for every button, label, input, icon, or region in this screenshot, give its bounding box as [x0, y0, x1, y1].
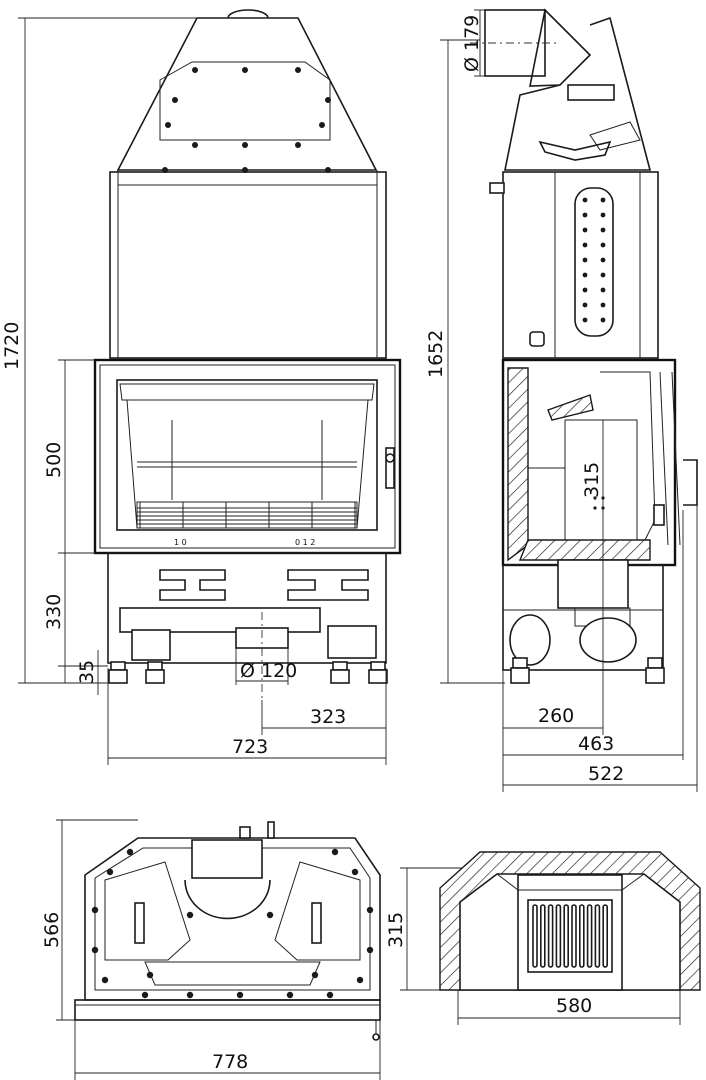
bolt-icon — [600, 272, 606, 278]
bolt-icon — [326, 991, 334, 999]
bolt-icon — [242, 142, 248, 148]
bolt-icon — [366, 946, 374, 954]
dim-top-depth: 566 — [41, 912, 63, 948]
bolt-icon — [325, 97, 331, 103]
bolt-icon — [600, 257, 606, 263]
bolt-icon — [192, 142, 198, 148]
bolt-icon — [165, 122, 171, 128]
bolt-icon — [351, 868, 359, 876]
dim-front-width: 723 — [232, 736, 268, 758]
foot-icon — [332, 661, 348, 671]
bolt-icon — [600, 227, 606, 233]
dim-side-flue-offset: 260 — [538, 705, 574, 727]
bolt-icon — [295, 67, 301, 73]
bolt-icon — [600, 242, 606, 248]
bolt-icon — [192, 67, 198, 73]
bolt-icon — [600, 197, 606, 203]
control-mark-left: 1 0 — [174, 538, 187, 547]
plan-view — [439, 851, 701, 991]
front-dimensions: 1720 500 330 35 Ø 120 323 723 — [1, 17, 387, 765]
dim-plan-width: 580 — [556, 995, 592, 1017]
foot-icon — [147, 661, 163, 671]
bolt-icon — [91, 906, 99, 914]
bolt-icon — [286, 991, 294, 999]
bolt-icon — [331, 848, 339, 856]
bolt-icon — [582, 272, 588, 278]
bolt-icon — [356, 976, 364, 984]
dim-flue-offset: 323 — [310, 706, 346, 728]
bolt-icon — [106, 868, 114, 876]
bolt-icon — [236, 991, 244, 999]
bolt-icon — [101, 976, 109, 984]
dim-plan-height: 315 — [385, 912, 407, 948]
bolt-icon — [242, 67, 248, 73]
top-dimensions: 566 778 — [41, 819, 381, 1080]
bolt-icon — [600, 212, 606, 218]
bolt-icon — [91, 946, 99, 954]
dim-front-total-height: 1720 — [1, 322, 23, 370]
bolt-icon — [600, 287, 606, 293]
bolt-icon — [186, 991, 194, 999]
bolt-icon — [266, 911, 274, 919]
bolt-icon — [295, 142, 301, 148]
dim-flue-diameter: Ø 120 — [240, 660, 297, 682]
bolt-icon — [146, 971, 154, 979]
bolt-icon — [366, 906, 374, 914]
bolt-icon — [582, 257, 588, 263]
foot-icon — [647, 657, 663, 669]
bolt-icon — [582, 197, 588, 203]
bolt-icon — [319, 122, 325, 128]
foot-icon — [512, 657, 528, 669]
dim-foot-height: 35 — [76, 660, 98, 684]
bolt-icon — [600, 302, 606, 308]
bolt-icon — [311, 971, 319, 979]
dim-side-inner-height: 315 — [581, 462, 603, 498]
bolt-icon — [582, 317, 588, 323]
side-view — [470, 8, 698, 684]
dim-top-width: 778 — [212, 1051, 248, 1073]
bolt-icon — [582, 212, 588, 218]
bolt-icon — [582, 302, 588, 308]
control-mark-right: 0 1 2 — [295, 538, 315, 547]
side-dimensions: Ø 179 1652 315 260 463 522 — [425, 9, 698, 792]
dim-base-height: 330 — [43, 594, 65, 630]
top-view — [74, 821, 381, 1041]
dim-door-height: 500 — [43, 442, 65, 478]
bolt-icon — [126, 848, 134, 856]
foot-icon — [370, 661, 386, 671]
dim-side-flue-diameter: Ø 179 — [461, 15, 483, 72]
bolt-icon — [186, 911, 194, 919]
dim-side-body-depth: 463 — [578, 733, 614, 755]
bolt-icon — [582, 287, 588, 293]
bolt-icon — [582, 242, 588, 248]
bolt-icon — [600, 317, 606, 323]
foot-icon — [110, 661, 126, 671]
bolt-icon — [582, 227, 588, 233]
front-view: 1 0 0 1 2 — [93, 9, 402, 700]
bolt-icon — [141, 991, 149, 999]
bolt-icon — [172, 97, 178, 103]
dim-side-total-depth: 522 — [588, 763, 624, 785]
dim-side-total-height: 1652 — [425, 330, 447, 378]
plan-dimensions: 315 580 — [385, 867, 681, 1025]
